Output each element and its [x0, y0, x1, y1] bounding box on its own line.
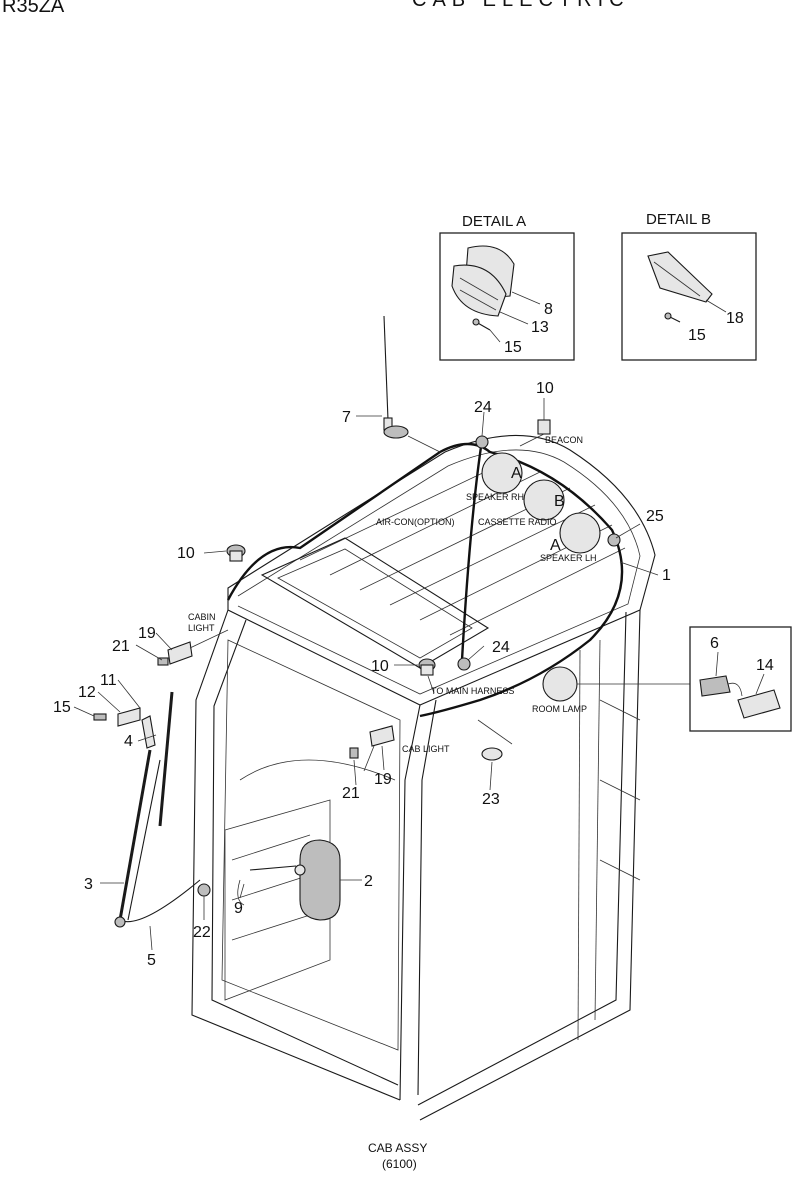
wiper-arm-icon: [93, 691, 211, 928]
callout-19: 19: [374, 771, 392, 788]
room-lamp-icon: [542, 666, 578, 702]
callout-15: 15: [504, 339, 522, 356]
mirror-icon: [237, 839, 341, 921]
callout-6: 6: [710, 635, 719, 652]
room-lamp-panel: [689, 626, 792, 732]
assembly-label: CAB ASSY: [368, 1141, 427, 1155]
callout-14: 14: [756, 657, 774, 674]
page-title: CAB ELECTRIC: [412, 0, 630, 11]
cap-icon: [418, 658, 436, 676]
cab-frame: [191, 434, 656, 1121]
callout-4: 4: [124, 733, 133, 750]
callout-2: 2: [364, 873, 373, 890]
callout-8: 8: [544, 301, 553, 318]
detail-a-panel: [439, 232, 575, 361]
callout-19: 19: [138, 625, 156, 642]
callout-1: 1: [662, 567, 671, 584]
room-lamp-label: ROOM LAMP: [532, 704, 587, 714]
callout-15: 15: [53, 699, 71, 716]
callout-10: 10: [371, 658, 389, 675]
bracket-icon: [157, 629, 229, 666]
bracket-icon: [349, 725, 395, 759]
air-con-label: AIR-CON(OPTION): [376, 517, 455, 527]
callout-22: 22: [193, 924, 211, 941]
cassette-radio-icon: [523, 479, 565, 521]
model-label: R35ZA: [2, 0, 65, 17]
callout-10: 10: [536, 380, 554, 397]
speaker-icon: [559, 512, 601, 554]
detail-ref-a: A: [511, 465, 522, 482]
callout-25: 25: [646, 508, 664, 525]
beacon-label: BEACON: [545, 435, 583, 445]
callout-15: 15: [688, 327, 706, 344]
callout-24: 24: [492, 639, 510, 656]
callout-12: 12: [78, 684, 96, 701]
callout-5: 5: [147, 952, 156, 969]
cabin-light-label: CABIN: [188, 612, 216, 622]
grommet-icon: [607, 533, 621, 547]
cassette-radio-label: CASSETTE RADIO: [478, 517, 557, 527]
callout-23: 23: [482, 791, 500, 808]
cap-icon: [226, 544, 246, 562]
callout-24: 24: [474, 399, 492, 416]
callout-10: 10: [177, 545, 195, 562]
wire-harness: [226, 442, 624, 718]
speaker-icon: [481, 452, 523, 494]
detail-ref-a: A: [550, 537, 561, 554]
detail-a-title: DETAIL A: [462, 213, 526, 230]
grommet-icon: [457, 657, 471, 671]
callout-3: 3: [84, 876, 93, 893]
detail-b-title: DETAIL B: [646, 211, 711, 228]
callout-7: 7: [342, 409, 351, 426]
callout-11: 11: [100, 672, 117, 689]
grommet-icon: [475, 435, 489, 449]
harness-branch: [460, 439, 484, 661]
callout-9: 9: [234, 900, 243, 917]
antenna-icon: [383, 315, 441, 453]
cab-light-label: CAB LIGHT: [402, 744, 450, 754]
callout-18: 18: [726, 310, 744, 327]
callout-13: 13: [531, 319, 549, 336]
leader-lines: [73, 398, 659, 951]
speaker-rh-label: SPEAKER RH: [466, 492, 524, 502]
grommet-icon: [481, 747, 503, 761]
detail-ref-b: B: [554, 493, 565, 510]
speaker-lh-label: SPEAKER LH: [540, 553, 597, 563]
cabin-light-label-line2: LIGHT: [188, 623, 215, 633]
assembly-code: (6100): [382, 1157, 417, 1171]
callout-21: 21: [112, 638, 130, 655]
callout-21: 21: [342, 785, 360, 802]
detail-b-panel: [621, 232, 757, 361]
to-main-harness-label: TO MAIN HARNESS: [431, 686, 514, 696]
